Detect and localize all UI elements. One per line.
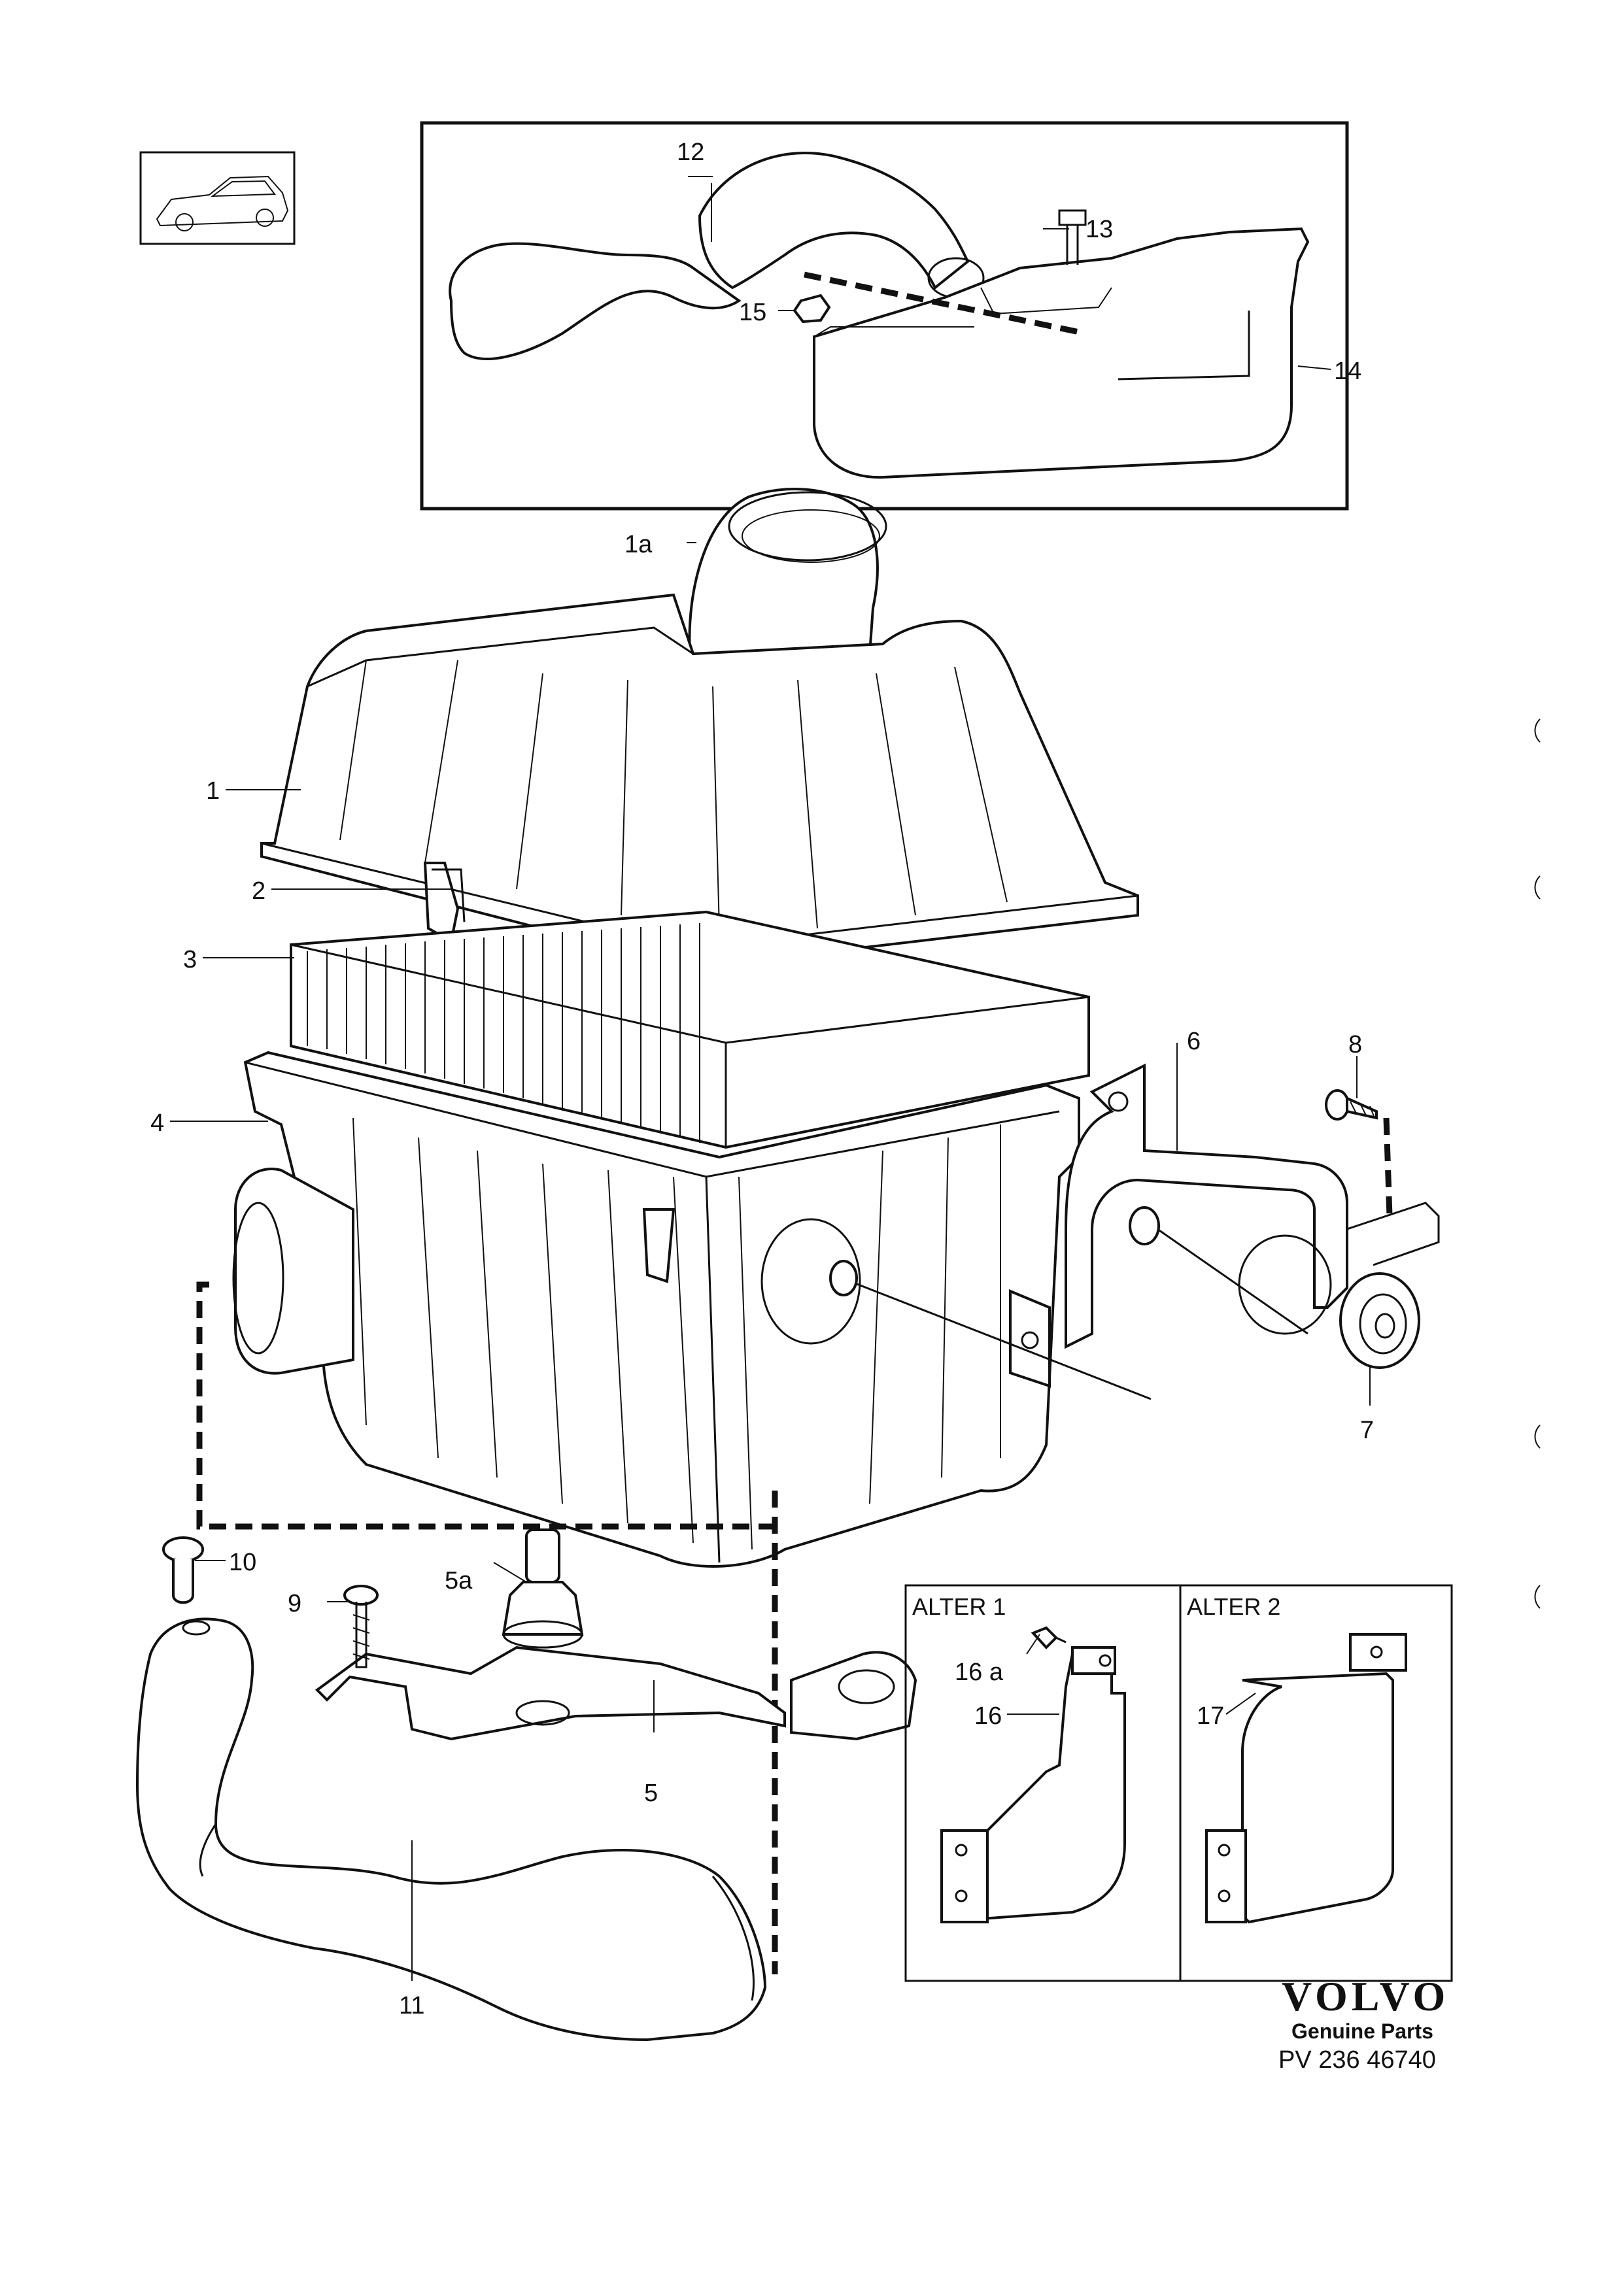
clip-2 — [423, 862, 466, 944]
brand-tagline: Genuine Parts — [1291, 2019, 1433, 2043]
brand-logo: VOLVO — [1282, 1973, 1449, 2019]
callout-16: 16 — [974, 1702, 1002, 1730]
part-reference: PV 236 46740 — [1278, 2046, 1436, 2074]
shield-16 — [940, 1646, 1126, 1923]
filter-element — [290, 910, 1090, 1149]
support-bracket — [1065, 1063, 1440, 1349]
callout-10: 10 — [229, 1549, 256, 1576]
resonator-box — [813, 227, 1310, 479]
callout-2: 2 — [252, 877, 265, 905]
mount-bracket — [315, 1646, 917, 1741]
callout-7: 7 — [1360, 1417, 1374, 1444]
rubber-mount-5a — [502, 1528, 584, 1649]
callout-4: 4 — [150, 1109, 164, 1137]
filter-housing-base — [232, 1051, 1080, 1568]
alternatives-frame — [904, 1584, 1453, 1982]
callout-14: 14 — [1334, 358, 1361, 385]
callout-9: 9 — [288, 1590, 301, 1617]
callout-13: 13 — [1085, 216, 1113, 243]
vehicle-thumbnail — [139, 151, 296, 245]
callout-labels: 1 1a 2 3 4 5 5a 6 7 8 9 10 11 12 13 14 1… — [150, 139, 1374, 2019]
callout-16a: 16 a — [955, 1659, 1004, 1686]
alter-2-label: ALTER 2 — [1187, 1593, 1280, 1620]
callout-15: 15 — [739, 299, 766, 326]
callout-5a: 5a — [445, 1567, 473, 1595]
volvo-branding: VOLVO Genuine Parts PV 236 46740 — [1278, 1973, 1449, 2074]
callout-17: 17 — [1197, 1702, 1224, 1730]
callout-1a: 1a — [624, 531, 653, 558]
filter-housing-cover — [260, 593, 1139, 970]
shield-17 — [1205, 1633, 1407, 1924]
plug-10 — [162, 1536, 204, 1604]
callout-6: 6 — [1187, 1028, 1201, 1055]
leader-lines — [170, 176, 1371, 1981]
screw-9 — [343, 1585, 379, 1668]
nut-15 — [793, 294, 831, 324]
intake-hose-left — [449, 242, 742, 360]
pin-16a — [1031, 1626, 1067, 1649]
bolt-13 — [1058, 209, 1087, 265]
intake-hose-bend — [698, 152, 970, 290]
inset-frame-intake — [420, 121, 1349, 511]
callout-11: 11 — [399, 1992, 424, 2019]
callout-12: 12 — [677, 139, 704, 166]
rubber-grommet — [1339, 1272, 1420, 1369]
intake-duct-11 — [135, 1617, 767, 2042]
callout-3: 3 — [183, 946, 197, 973]
alter-1-label: ALTER 1 — [912, 1593, 1006, 1620]
callout-8: 8 — [1348, 1031, 1362, 1058]
margin-marks — [1534, 718, 1541, 1609]
intake-duct — [688, 488, 887, 655]
bolt-8 — [1325, 1089, 1393, 1217]
callout-5: 5 — [644, 1780, 658, 1807]
callout-1: 1 — [206, 777, 220, 805]
